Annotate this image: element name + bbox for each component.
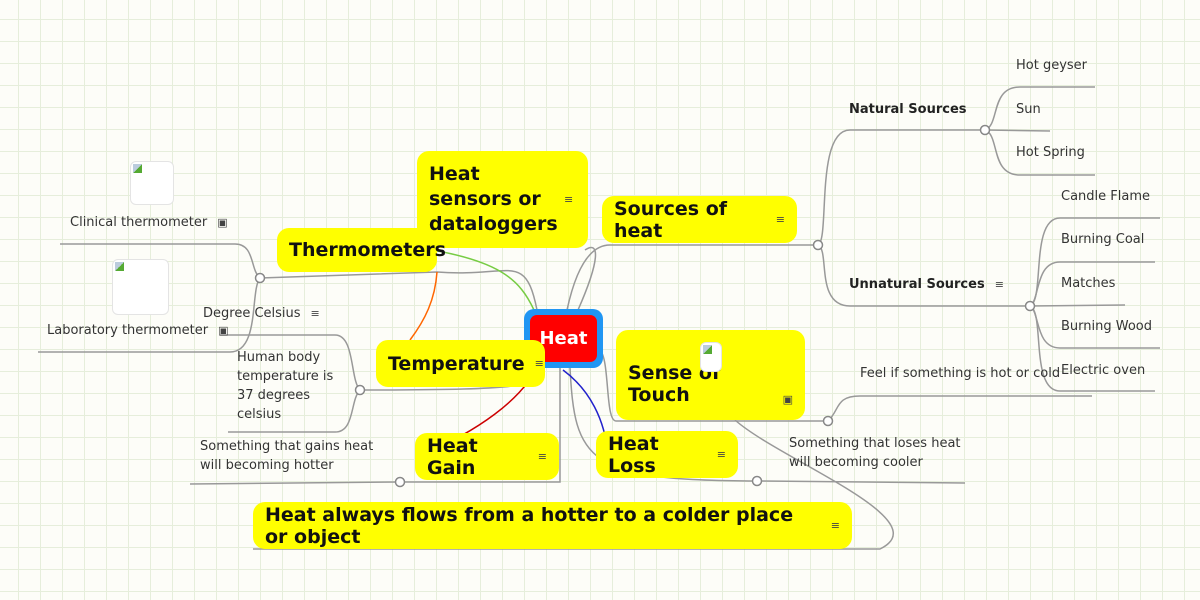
leaf-label: Laboratory thermometer	[47, 323, 209, 338]
node-sources-of-heat[interactable]: Sources of heat ≡	[602, 196, 797, 243]
text-line: will becoming hotter	[200, 458, 334, 473]
leaf-touch-description[interactable]: Feel if something is hot or cold	[860, 366, 1061, 381]
leaf-degree-celsius[interactable]: Degree Celsius ≡	[203, 304, 320, 323]
clinical-thermometer-image	[130, 161, 174, 205]
laboratory-thermometer-image	[112, 259, 169, 315]
node-label: Heat always flows from a hotter to a col…	[265, 503, 794, 548]
leaf-laboratory-thermometer[interactable]: Laboratory thermometer ▣	[47, 321, 229, 340]
node-label: Heat Loss	[608, 432, 659, 477]
leaf-matches[interactable]: Matches	[1061, 276, 1116, 291]
note-icon[interactable]: ≡	[716, 448, 726, 461]
leaf-label: Degree Celsius	[203, 306, 301, 321]
node-heat-flows[interactable]: Heat always flows from a hotter to a col…	[253, 502, 852, 549]
image-icon[interactable]: ▣	[217, 216, 228, 229]
node-thermometers[interactable]: Thermometers	[277, 228, 446, 272]
node-temperature[interactable]: Temperature ≡	[376, 340, 545, 387]
leaf-body-temperature[interactable]: Human body temperature is 37 degrees celsiu…	[237, 348, 333, 424]
node-label: Sense of Touch	[628, 362, 721, 406]
text-line: Human body	[237, 350, 321, 365]
leaf-sun[interactable]: Sun	[1016, 102, 1041, 117]
leaf-loss-description[interactable]: Something that loses heat will becoming c…	[789, 434, 961, 472]
leaf-label: Clinical thermometer	[70, 215, 208, 230]
note-icon[interactable]: ≡	[537, 450, 547, 463]
leaf-gain-description[interactable]: Something that gains heat will becoming h…	[200, 437, 373, 475]
note-icon[interactable]: ≡	[994, 278, 1004, 291]
leaf-unnatural-sources[interactable]: Unnatural Sources ≡	[849, 275, 1004, 294]
node-sense-of-touch[interactable]: Sense of Touch ▣	[616, 330, 805, 420]
leaf-clinical-thermometer[interactable]: Clinical thermometer ▣	[70, 213, 228, 232]
node-label: Heat sensors or dataloggers	[429, 163, 558, 235]
node-heat-gain[interactable]: Heat Gain ≡	[415, 433, 559, 480]
text-line: 37 degrees	[237, 388, 311, 403]
leaf-label: Unnatural Sources	[849, 277, 985, 292]
leaf-burning-coal[interactable]: Burning Coal	[1061, 232, 1145, 247]
leaf-hot-spring[interactable]: Hot Spring	[1016, 145, 1085, 160]
leaf-electric-oven[interactable]: Electric oven	[1061, 363, 1146, 378]
note-icon[interactable]: ≡	[534, 357, 544, 370]
leaf-burning-wood[interactable]: Burning Wood	[1061, 319, 1152, 334]
text-line: temperature is	[237, 369, 334, 384]
note-icon[interactable]: ≡	[564, 193, 574, 206]
node-label: Sources of heat	[614, 197, 728, 242]
image-icon[interactable]: ▣	[782, 393, 793, 406]
note-icon[interactable]: ≡	[830, 519, 840, 532]
node-heat-loss[interactable]: Heat Loss ≡	[596, 431, 738, 478]
text-line: Something that gains heat	[200, 439, 374, 454]
text-line: will becoming cooler	[789, 455, 923, 470]
text-line: Something that loses heat	[789, 436, 961, 451]
node-label: Temperature	[388, 352, 525, 375]
leaf-natural-sources[interactable]: Natural Sources	[849, 102, 967, 117]
image-icon[interactable]: ▣	[218, 324, 229, 337]
note-icon[interactable]: ≡	[775, 213, 785, 226]
image-placeholder	[700, 342, 722, 372]
node-label: Thermometers	[289, 239, 446, 261]
leaf-hot-geyser[interactable]: Hot geyser	[1016, 58, 1088, 73]
leaf-candle-flame[interactable]: Candle Flame	[1061, 189, 1150, 204]
node-heat-sensors[interactable]: Heat sensors or dataloggers ≡	[417, 151, 588, 248]
note-icon[interactable]: ≡	[310, 307, 320, 320]
node-label: Heat Gain	[427, 434, 478, 479]
text-line: celsius	[237, 407, 282, 422]
